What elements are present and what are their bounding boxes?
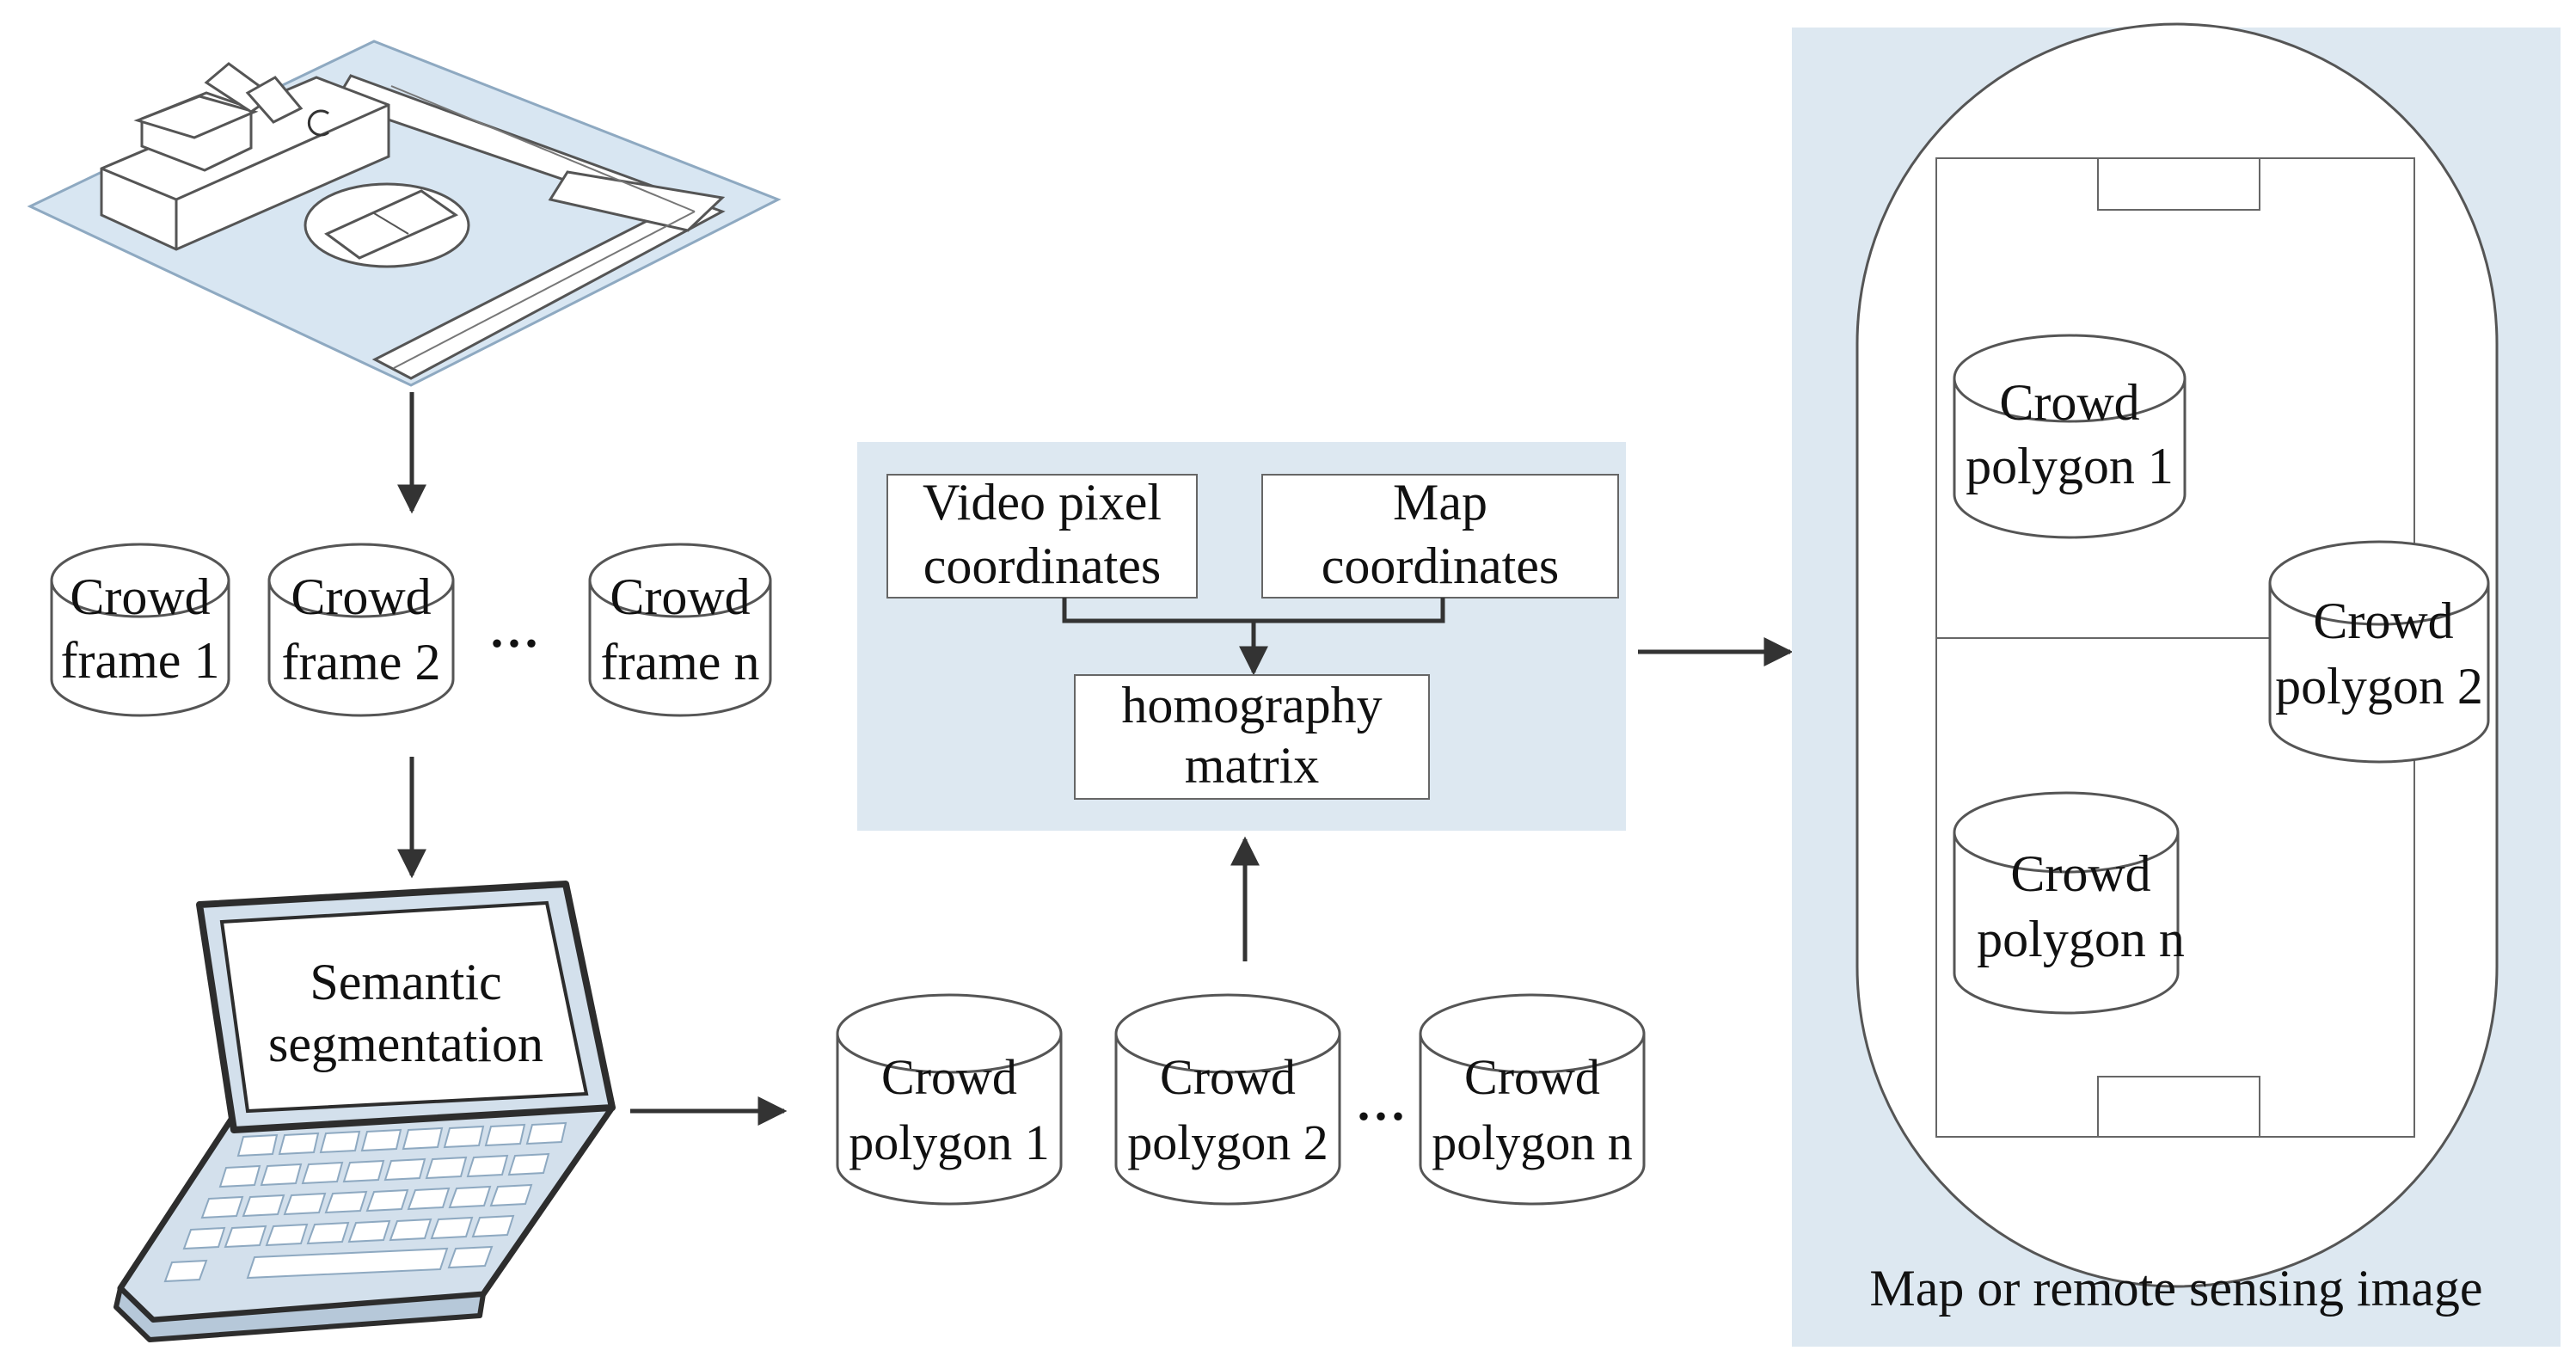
crowd-frame-n-title: Crowd	[610, 568, 750, 625]
video-polygons-group: Crowd polygon 1 Crowd polygon 2 ... Crow…	[836, 993, 1646, 1206]
polygons-ellipsis: ...	[1355, 1059, 1407, 1135]
stadium-scene-illustration	[27, 40, 782, 387]
video-polygon-cylinder-2: Crowd polygon 2	[1114, 993, 1341, 1206]
video-polygon-n-subtitle: polygon n	[1432, 1114, 1633, 1170]
map-coordinates-box	[1261, 474, 1619, 599]
crowd-frame-1-subtitle: frame 1	[61, 632, 220, 689]
crowd-frame-2-subtitle: frame 2	[282, 634, 441, 691]
map-polygon-2-subtitle: polygon 2	[2275, 658, 2483, 715]
homography-matrix-line2: matrix	[1185, 737, 1320, 794]
flow-arrows	[397, 392, 1794, 1126]
map-polygon-n-subtitle: polygon n	[1977, 911, 2185, 967]
crowd-frame-cylinder-n: Crowd frame n	[588, 543, 772, 717]
field-top-goal-box	[2097, 157, 2260, 211]
map-coordinates-line2: coordinates	[1322, 537, 1560, 594]
laptop-illustration: Semantic segmentation	[113, 881, 616, 1342]
map-polygon-n-title: Crowd	[2010, 845, 2150, 902]
video-polygon-n-title: Crowd	[1464, 1049, 1600, 1105]
homography-panel: Video pixel coordinates Map coordinates …	[857, 442, 1626, 831]
field-bottom-goal-box	[2097, 1076, 2260, 1138]
video-polygon-cylinder-1: Crowd polygon 1	[836, 993, 1063, 1206]
map-polygon-1-subtitle: polygon 1	[1966, 438, 2174, 494]
frames-ellipsis: ...	[488, 586, 540, 662]
crowd-frame-2-title: Crowd	[291, 568, 431, 625]
map-polygon-1-title: Crowd	[1999, 374, 2139, 431]
map-polygon-cylinder-2: Crowd polygon 2	[2268, 540, 2490, 764]
crowd-frame-1-title: Crowd	[70, 568, 210, 625]
video-polygon-1-title: Crowd	[881, 1049, 1017, 1105]
keyboard-keys	[163, 1121, 567, 1283]
map-polygon-cylinder-n: Crowd polygon n	[1953, 791, 2185, 1015]
video-coordinates-line1: Video pixel	[923, 474, 1162, 531]
homography-matrix-box	[1074, 674, 1430, 800]
crowd-frames-group: Crowd frame 1 Crowd frame 2 ... Crowd fr…	[50, 543, 772, 717]
crowd-frame-cylinder-1: Crowd frame 1	[50, 543, 230, 717]
map-polygon-cylinder-1: Crowd polygon 1	[1953, 334, 2187, 539]
video-coordinates-line2: coordinates	[923, 537, 1162, 594]
video-polygon-2-title: Crowd	[1160, 1049, 1296, 1105]
crowd-frame-n-subtitle: frame n	[601, 634, 760, 691]
map-polygon-2-title: Crowd	[2313, 592, 2453, 649]
surveillance-camera-icon	[307, 109, 329, 137]
video-polygon-2-subtitle: polygon 2	[1127, 1114, 1328, 1170]
laptop-screen-label-line2: segmentation	[268, 1016, 543, 1072]
video-coordinates-box	[886, 474, 1198, 599]
video-polygon-cylinder-n: Crowd polygon n	[1419, 993, 1646, 1206]
map-panel: Crowd polygon 1 Crowd polygon 2 Crowd po…	[1792, 22, 2561, 1347]
laptop-screen-label-line1: Semantic	[310, 954, 501, 1010]
homography-matrix-line1: homography	[1121, 677, 1382, 734]
video-polygon-1-subtitle: polygon 1	[849, 1114, 1050, 1170]
map-caption: Map or remote sensing image	[1869, 1260, 2482, 1317]
crowd-frame-cylinder-2: Crowd frame 2	[267, 543, 455, 717]
map-coordinates-line1: Map	[1393, 474, 1487, 531]
